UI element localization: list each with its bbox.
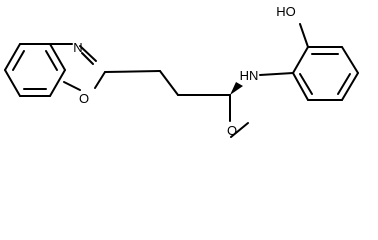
bond	[159, 70, 179, 96]
inner-bond	[12, 50, 25, 71]
bond	[299, 23, 309, 48]
phenol-ring	[259, 23, 359, 101]
bond	[49, 69, 66, 97]
bond	[4, 43, 21, 71]
bond	[104, 70, 161, 73]
bond	[63, 81, 81, 91]
double-bond	[81, 52, 94, 65]
amine-label: HN	[240, 68, 259, 83]
inner-bond	[337, 73, 351, 95]
benzoxazole-group	[4, 43, 106, 97]
bond	[49, 43, 66, 71]
hydroxyl-label: HO	[276, 4, 296, 19]
bond	[259, 72, 294, 76]
inner-bond	[45, 50, 58, 71]
bond	[341, 46, 359, 74]
inner-bond	[299, 73, 313, 95]
ring-oxygen-label: O	[79, 91, 89, 106]
chemical-structure-diagram: HO N O HN O	[4, 4, 359, 138]
bond	[94, 71, 106, 89]
methoxy-oxygen-label: O	[227, 123, 237, 138]
bond	[292, 72, 309, 101]
bond	[79, 45, 97, 62]
ring-nitrogen-label: N	[73, 40, 82, 55]
wedge-bond	[230, 82, 243, 95]
bond	[292, 46, 309, 74]
bond	[4, 69, 21, 97]
propyl-chain	[104, 70, 249, 138]
bond	[230, 122, 249, 138]
bond	[341, 72, 359, 101]
